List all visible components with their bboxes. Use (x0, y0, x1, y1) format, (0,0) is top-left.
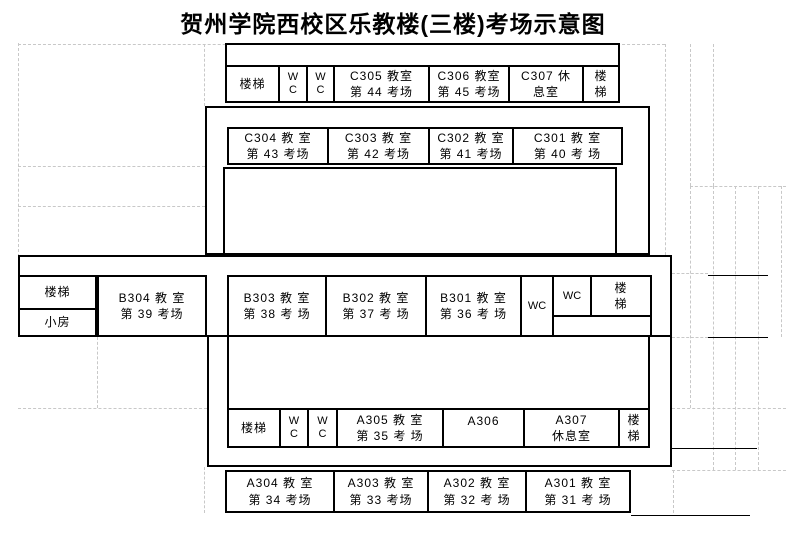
grid-line (758, 186, 759, 470)
grid-line (672, 408, 786, 409)
room-B303: B303 教 室 第 38 考 场 (227, 275, 327, 337)
stairs-cell: 楼梯 (227, 408, 281, 448)
room-A305: A305 教 室 第 35 考 场 (336, 408, 444, 448)
empty-cell (552, 315, 652, 337)
stairs-cell: 楼梯 (225, 65, 280, 103)
margin-line (672, 448, 757, 449)
room-A302: A302 教 室 第 32 考 场 (427, 470, 527, 513)
page-title: 贺州学院西校区乐教楼(三楼)考场示意图 (180, 11, 606, 37)
wc-cell: W C (278, 65, 308, 103)
margin-line (631, 515, 750, 516)
courtyard-upper (223, 167, 617, 255)
wc-cell: WC (552, 275, 592, 317)
room-C305: C305 教室 第 44 考场 (333, 65, 430, 103)
grid-line (735, 186, 736, 470)
grid-line (690, 44, 691, 186)
room-A306: A306 (442, 408, 525, 448)
stairs-cell: 楼 梯 (618, 408, 650, 448)
stairs-cell: 楼 梯 (582, 65, 620, 103)
grid-line (690, 186, 786, 187)
room-C301: C301 教 室 第 40 考 场 (512, 127, 623, 165)
stairs-cell: 楼梯 (18, 275, 97, 310)
wc-cell: W C (307, 408, 338, 448)
wc-cell: WC (520, 275, 554, 337)
grid-line (204, 467, 205, 513)
grid-line (672, 470, 786, 471)
grid-line (713, 186, 714, 470)
grid-line (690, 186, 691, 408)
margin-line (708, 275, 768, 276)
grid-line (673, 470, 674, 513)
room-A304: A304 教 室 第 34 考场 (225, 470, 335, 513)
grid-line (18, 166, 205, 167)
wc-cell: W C (306, 65, 335, 103)
room-B304: B304 教 室 第 39 考场 (97, 275, 207, 337)
room-A301: A301 教 室 第 31 考 场 (525, 470, 631, 513)
courtyard-lower (227, 335, 650, 410)
grid-line (672, 273, 708, 274)
room-C306: C306 教室 第 45 考场 (428, 65, 510, 103)
margin-line (708, 337, 768, 338)
grid-line (672, 337, 708, 338)
room-A307: A307 休息室 (523, 408, 620, 448)
room-C304: C304 教 室 第 43 考场 (227, 127, 329, 165)
room-C303: C303 教 室 第 42 考场 (327, 127, 430, 165)
grid-line (781, 186, 782, 337)
room-A303: A303 教 室 第 33 考场 (333, 470, 429, 513)
wc-cell: W C (279, 408, 309, 448)
room-C307: C307 休 息室 (508, 65, 584, 103)
room-B301: B301 教 室 第 36 考 场 (425, 275, 522, 337)
grid-line (204, 44, 205, 106)
grid-line (18, 408, 207, 409)
room-C302: C302 教 室 第 41 考场 (428, 127, 514, 165)
grid-line (97, 337, 98, 408)
grid-line (18, 43, 19, 257)
stairs-cell: 楼 梯 (590, 275, 652, 317)
grid-line (713, 44, 714, 186)
room-B302: B302 教 室 第 37 考 场 (325, 275, 427, 337)
grid-line (665, 44, 666, 275)
grid-line (18, 206, 205, 207)
small-room-cell: 小房 (18, 308, 97, 337)
